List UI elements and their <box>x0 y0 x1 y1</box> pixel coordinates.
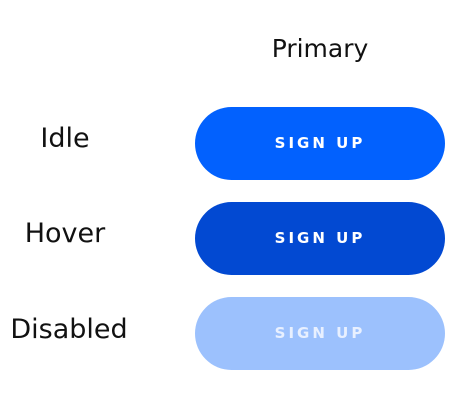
sign-up-button-hover[interactable]: SIGN UP <box>195 202 445 275</box>
state-label-idle: Idle <box>40 123 90 154</box>
column-title-primary: Primary <box>271 34 369 63</box>
state-label-hover: Hover <box>24 218 106 249</box>
sign-up-button-disabled: SIGN UP <box>195 297 445 370</box>
state-label-disabled: Disabled <box>10 314 128 345</box>
sign-up-button-idle[interactable]: SIGN UP <box>195 107 445 180</box>
